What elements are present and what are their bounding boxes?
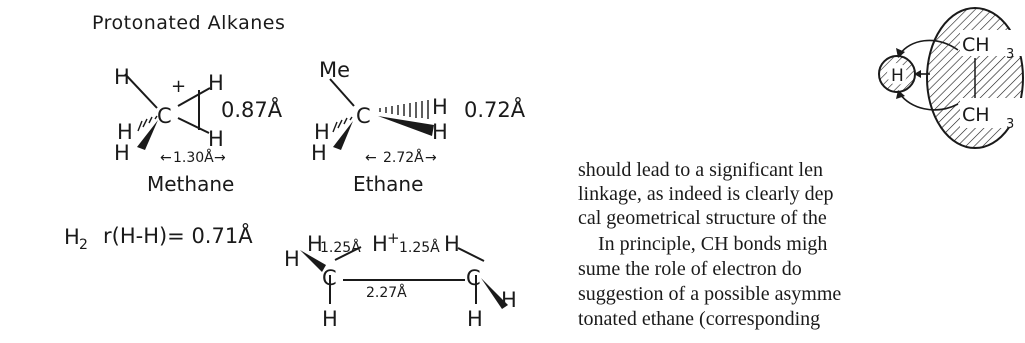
inset-arrow-top — [899, 39, 959, 55]
ethane-hashed-bond-right — [379, 100, 429, 119]
bridged-h-top-right: H — [444, 232, 460, 256]
inset-methyl-bottom: CH — [962, 104, 990, 126]
methane-h-bottom-left: H — [114, 141, 130, 165]
inset-proton-label-mask — [887, 63, 907, 85]
bridged-h-bottom-right-wedge: H — [501, 288, 517, 312]
bridged-charge: + — [387, 229, 400, 247]
ethane-h-bottom-right: H — [432, 120, 448, 144]
ethane-bond-methyl — [329, 78, 355, 107]
ethane-h-top-right: H — [432, 95, 448, 119]
body-text-line: linkage, as indeed is clearly dep — [578, 183, 834, 205]
bridged-bond-h-left — [334, 246, 362, 261]
ethane-hashed-bond-left — [332, 116, 353, 133]
ethane-base-distance: 2.72Å — [383, 149, 424, 166]
bridged-cc-distance: 2.27Å — [366, 284, 407, 301]
methane-h-top-left: H — [114, 65, 130, 89]
inset-methyl-bottom-sub: 3 — [1006, 117, 1014, 132]
methane-base-distance: 1.30Å — [173, 149, 214, 166]
inset-label-mask-top — [960, 30, 1025, 56]
methane-bond-bottom-right — [177, 117, 210, 134]
ethane-wedge-left — [333, 121, 353, 150]
body-text-line: cal geometrical structure of the — [578, 207, 827, 229]
inset-arrow-bottom — [899, 93, 959, 111]
h2-subscript: 2 — [79, 237, 88, 253]
methane-hh-distance: 0.87Å — [221, 96, 283, 122]
ethane-wedge-right — [378, 116, 434, 136]
body-text-line: suggestion of a possible asymme — [578, 283, 842, 305]
inset-arrowhead-middle — [914, 70, 921, 78]
inset-arrowhead-bottom — [896, 90, 905, 99]
ethane-hh-distance: 0.72Å — [464, 96, 526, 122]
methane-h-left: H — [117, 120, 133, 144]
h2-reference: H 2 r(H-H)= 0.71Å — [64, 222, 253, 253]
bridged-h-left: H — [284, 247, 300, 271]
methane-bond-top-left — [124, 73, 158, 109]
bridged-carbon-right: C — [466, 266, 481, 290]
bridged-bond-length-right: 1.25Å — [399, 239, 440, 256]
ethane-methyl: Me — [319, 58, 350, 82]
inset-methyl-top-sub: 3 — [1006, 47, 1014, 62]
bridged-wedge-left — [300, 250, 326, 272]
methane-h-top-right: H — [208, 71, 224, 95]
bridged-h-bottom-right: H — [467, 307, 483, 331]
bridged-structure: H 1.25Å H + 1.25Å H H C 2.27Å C H H H — [284, 229, 517, 331]
bridged-h-bottom-left: H — [322, 307, 338, 331]
methane-carbon: C — [157, 104, 172, 128]
figure-heading: Protonated Alkanes — [92, 12, 286, 34]
h2-label: H — [64, 225, 80, 249]
inset-arrowhead-top — [896, 48, 905, 58]
ethane-h-left: H — [314, 120, 330, 144]
methane-base-arrow-right: → — [214, 150, 226, 166]
inset-diagram: CH 3 CH 3 H — [878, 7, 1025, 149]
h2-bond-length: r(H-H)= 0.71Å — [103, 222, 253, 248]
ethane-base-arrow-left: ← — [365, 150, 377, 166]
methane-h-bottom-right: H — [208, 127, 224, 151]
inset-methyl-top: CH — [962, 34, 990, 56]
inset-proton-label: H — [891, 66, 904, 86]
bridged-h-top-left: H — [307, 232, 323, 256]
ethane-h-bottom-left: H — [311, 141, 327, 165]
body-text-line: should lead to a significant len — [578, 159, 823, 181]
methane-wedge-bond — [137, 120, 158, 150]
bridged-carbon-left: C — [322, 266, 337, 290]
inset-label-mask-bottom — [960, 98, 1025, 128]
body-text-line: tonated ethane (corresponding — [578, 308, 821, 330]
methane-name: Methane — [147, 172, 234, 196]
methane-base-arrow-left: ← — [160, 150, 172, 166]
bridged-bond-h-right — [457, 247, 485, 262]
ethane-carbon: C — [356, 104, 371, 128]
ethane-structure: Me C H H H H 0.72Å ← 2.72Å → Ethane — [311, 58, 526, 196]
methane-charge: + — [171, 76, 186, 97]
bridged-wedge-right — [481, 278, 508, 309]
ethane-name: Ethane — [353, 172, 423, 196]
ethane-base-arrow-right: → — [425, 150, 437, 166]
methane-hashed-bond — [137, 115, 158, 132]
body-text-line: In principle, CH bonds migh — [598, 233, 828, 255]
bridged-bond-length-left: 1.25Å — [320, 239, 361, 256]
body-text-line: sume the role of electron do — [578, 258, 802, 280]
methane-structure: H + H C H H H 0.87Å ← 1.30Å → Methane — [114, 65, 283, 196]
methane-bond-top-right — [177, 87, 211, 107]
bridged-central-h: H — [372, 232, 388, 256]
